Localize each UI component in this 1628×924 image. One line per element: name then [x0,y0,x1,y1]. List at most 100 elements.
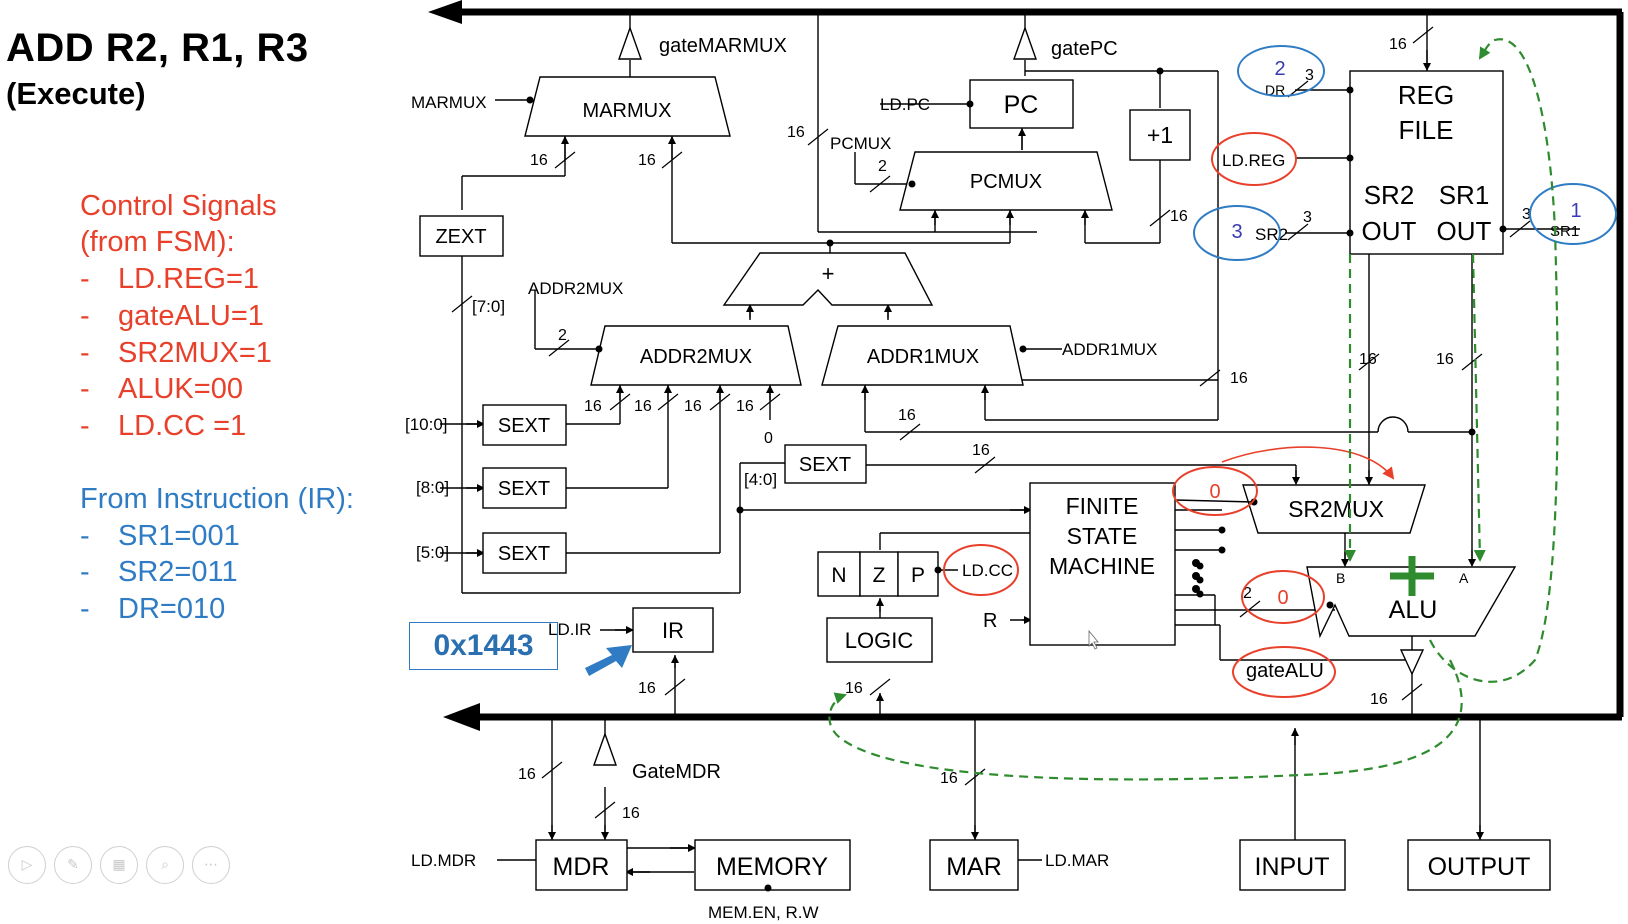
width-label: 16 [940,770,958,787]
addr2mux-block [590,325,802,386]
width-label: 16 [787,124,805,141]
zoom-icon[interactable]: ⌕ [146,846,184,884]
alu-input-a-label: A [1459,570,1469,586]
control-signal-text: ALUK=00 [118,373,243,405]
sext-11-block [482,404,567,446]
regfile-block [1349,70,1504,255]
arrow-ticks [466,50,1484,876]
ld-ir-label: LD.IR [548,620,591,639]
sr2mux-block [1242,484,1426,534]
width-label: 16 [530,152,548,169]
field-5-0-label: [5:0] [416,543,449,562]
width-label: 16 [1170,208,1188,225]
instruction-text: SR2=011 [118,556,238,588]
bus-arrowhead-bottom [443,703,480,731]
control-signal-item: -LD.REG=1 [80,263,260,295]
width-label: 16 [622,805,640,822]
alu-input-b-label: B [1336,570,1345,586]
regfile-label-1: REG [1398,80,1454,110]
pen-icon[interactable]: ✎ [54,846,92,884]
ld-mdr-label: LD.MDR [411,851,476,870]
addr1mux-select-label: ADDR1MUX [1062,340,1157,359]
control-signal-text: LD.REG=1 [118,263,260,295]
width-label: 16 [684,398,702,415]
sext-6-label: SEXT [498,543,550,565]
sext-6-block [482,532,567,574]
dr-annotation-ellipse [1237,45,1325,97]
ld-mar-label: LD.MAR [1045,851,1109,870]
slide-title: ADD R2, R1, R3 [6,26,309,70]
gatepc-label: gatePC [1051,38,1118,60]
mar-label: MAR [946,853,1002,881]
width-label: 16 [1389,36,1407,53]
sext-9-block [482,467,567,509]
sr1-annotation-value: 1 [1570,200,1581,222]
sr2out-label-1: SR2 [1364,180,1415,210]
sext-9-label: SEXT [498,478,550,500]
annotation-values: 2 3 1 0 0 [1209,58,1581,609]
ld-cc-annotation-ellipse [943,544,1019,596]
marmux-label: MARMUX [583,100,672,122]
field-8-0-label: [8:0] [416,478,449,497]
gatemdr-label: GateMDR [632,761,721,783]
output-label: OUTPUT [1428,853,1531,881]
width-label: 16 [584,398,602,415]
z-label: Z [873,564,886,587]
sr2-annotation-ellipse [1193,205,1281,261]
width-label: 16 [1436,351,1454,368]
width-label: 2 [878,158,887,175]
n-label: N [831,564,846,587]
slide-subtitle: (Execute) [6,76,146,111]
zext-block [419,215,504,257]
mar-block [929,839,1019,891]
green-dataflow-path [828,38,1559,781]
instruction-text: SR1=001 [118,520,240,552]
width-label: 16 [638,152,656,169]
instruction-heading: From Instruction (IR): [80,483,354,515]
annotations [943,45,1617,698]
n-block [817,551,861,597]
p-block [897,551,939,597]
control-signal-item: -LD.CC =1 [80,410,247,442]
logic-block [826,617,933,663]
pc-label: PC [1004,91,1039,119]
input-label: INPUT [1255,853,1330,881]
play-icon[interactable]: ▷ [8,846,46,884]
more-icon[interactable]: ⋯ [192,846,230,884]
marmux-block [524,76,731,137]
width-slashes [451,26,1531,819]
gatemarmux-buffer [618,25,642,60]
control-signal-item: -SR2MUX=1 [80,337,272,369]
dr-label: DR [1265,82,1285,98]
plus1-block [1129,109,1191,161]
sr2mux-annotation-ellipse [1172,466,1258,516]
bus-arrowhead-top [428,0,462,24]
slides-icon[interactable]: ▦ [100,846,138,884]
adder-label: + [822,261,835,286]
sr1out-label-2: OUT [1437,216,1492,246]
memory-label: MEMORY [716,853,828,881]
mouse-cursor-icon [1088,629,1099,650]
sr1-label: SR1 [1550,223,1579,240]
fsm-block [1029,482,1176,646]
gatealu-label: gateALU [1246,660,1324,682]
instruction-text: DR=010 [118,593,226,625]
control-signal-item: -gateALU=1 [80,300,264,332]
instruction-item: -SR1=001 [80,520,240,552]
pcmux-block [899,151,1113,211]
addr2mux-select-label: ADDR2MUX [528,279,623,298]
sr2-label: SR2 [1255,225,1288,244]
marmux-select-label: MARMUX [411,93,487,112]
aluk-annotation-ellipse [1241,570,1325,624]
field-10-0-label: [10:0] [405,415,448,434]
gatemdr-buffer [593,731,617,766]
sr2-annotation-value: 3 [1231,221,1242,243]
ld-reg-annotation-ellipse [1211,132,1297,186]
adder-block [722,252,934,306]
width-label: 16 [898,407,916,424]
fsm-label-1: FINITE [1066,493,1139,519]
gatepc-buffer [1013,25,1037,60]
fsm-label-2: STATE [1067,523,1138,549]
p-label: P [911,564,925,587]
